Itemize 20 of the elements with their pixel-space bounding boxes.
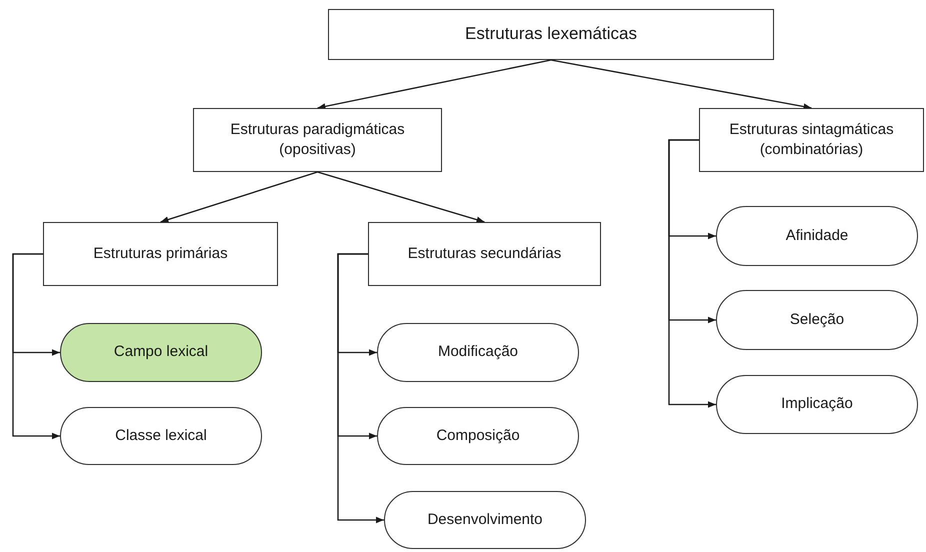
- arrow: [317, 171, 485, 223]
- arrow: [12, 253, 60, 440]
- arrow: [668, 139, 716, 408]
- rounded-terminal: Modificação: [377, 323, 579, 382]
- rounded-terminal: Desenvolvimento: [384, 491, 586, 549]
- arrow: [160, 171, 318, 223]
- arrow: [317, 59, 552, 110]
- process-box: Estruturas lexemáticas: [328, 9, 774, 60]
- process-box: Estruturas secundárias: [368, 222, 601, 286]
- arrow: [550, 59, 812, 110]
- process-box: Estruturas paradigmáticas (opositivas): [193, 108, 442, 172]
- rounded-terminal: Afinidade: [716, 206, 918, 266]
- arrow: [337, 253, 384, 524]
- rounded-terminal: Composição: [377, 407, 579, 465]
- process-box: Estruturas primárias: [43, 222, 278, 286]
- rounded-terminal: Implicação: [716, 375, 918, 434]
- process-box: Estruturas sintagmáticas (combinatórias): [699, 108, 924, 172]
- rounded-terminal: Classe lexical: [60, 407, 262, 465]
- rounded-terminal: Campo lexical: [60, 323, 262, 382]
- rounded-terminal: Seleção: [716, 290, 918, 350]
